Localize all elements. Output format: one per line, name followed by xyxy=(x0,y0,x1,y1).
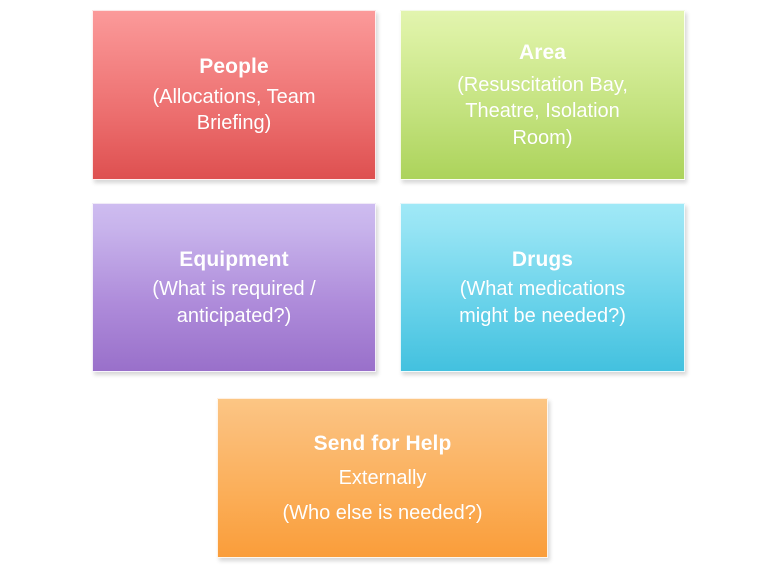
card-equipment[interactable]: Equipment (What is required / anticipate… xyxy=(92,203,376,372)
card-drugs-line-2: might be needed?) xyxy=(459,304,626,327)
card-area-line-3: Room) xyxy=(512,126,573,149)
card-area-line-2: Theatre, Isolation xyxy=(465,100,620,123)
card-people-line-1: (Allocations, Team xyxy=(152,85,316,108)
card-area-line-1: (Resuscitation Bay, xyxy=(457,74,628,97)
card-people[interactable]: People (Allocations, Team Briefing) xyxy=(92,10,376,180)
card-area[interactable]: Area (Resuscitation Bay, Theatre, Isolat… xyxy=(400,10,685,180)
card-send-for-help[interactable]: Send for Help Externally (Who else is ne… xyxy=(217,398,548,558)
card-people-line-2: Briefing) xyxy=(196,112,272,135)
card-send-for-help-line-2: (Who else is needed?) xyxy=(282,501,483,524)
card-equipment-line-2: anticipated?) xyxy=(176,304,292,327)
card-people-title: People xyxy=(199,55,269,79)
card-send-for-help-line-1: Externally xyxy=(338,467,427,490)
card-equipment-title: Equipment xyxy=(179,247,289,271)
card-drugs-title: Drugs xyxy=(511,247,574,271)
card-equipment-line-1: (What is required / xyxy=(152,278,316,301)
card-drugs[interactable]: Drugs (What medications might be needed?… xyxy=(400,203,685,372)
card-area-title: Area xyxy=(518,40,567,64)
card-drugs-line-1: (What medications xyxy=(459,278,626,301)
card-send-for-help-title: Send for Help xyxy=(313,431,452,455)
